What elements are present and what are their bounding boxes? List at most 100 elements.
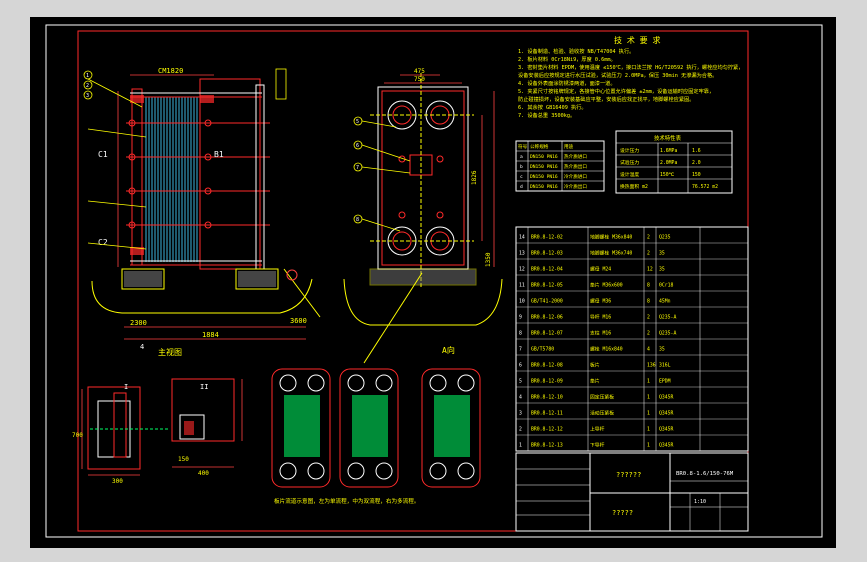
parts-cell: BR0.8-12-08 xyxy=(531,363,563,369)
plate-diagram-3 xyxy=(421,368,481,488)
parts-cell: 螺母 M24 xyxy=(590,266,611,273)
nozzle-row-3-sym: d xyxy=(520,184,523,190)
dim-bolt-spacing: 1884 xyxy=(202,331,219,339)
parts-cell: BR0.8-12-02 xyxy=(531,235,563,241)
main-view-title: 主视图 xyxy=(158,347,182,357)
parts-cell: 1 xyxy=(519,443,522,449)
parts-cell: 8 xyxy=(647,299,650,305)
parts-cell: BR0.8-12-05 xyxy=(531,283,563,289)
nozzle-row-0-sym: a xyxy=(520,155,523,160)
design-row-0-val: 1.6 xyxy=(692,148,701,154)
tech-line-9: 7. 设备总重 3500kg。 xyxy=(518,111,575,119)
nozzle-row-2-spec: DN150 PN16 xyxy=(530,174,558,180)
title-company: ?????? xyxy=(616,471,641,479)
cad-viewport[interactable]: CM1820 1884 2300 3600 C1 B1 C2 1 2 3 4 主… xyxy=(30,17,836,548)
dim-frame-length: 2300 xyxy=(130,319,147,327)
foundation xyxy=(91,268,313,314)
parts-cell: 2 xyxy=(647,315,650,321)
main-view: CM1820 1884 2300 3600 C1 B1 C2 1 2 3 4 主… xyxy=(83,67,321,357)
tech-line-4: 设备安装后应按规定进行水压试验，试验压力 2.0MPa，保压 30min 无渗漏… xyxy=(518,71,717,79)
parts-cell: 导杆 M16 xyxy=(590,314,611,321)
parts-cell: 1 xyxy=(647,443,650,449)
parts-cell: 垫片 M36x600 xyxy=(590,282,623,289)
parts-cell: Q345R xyxy=(659,443,674,449)
tech-line-6: 5. 夹紧尺寸按铭牌规定，各接管中心位置允许偏差 ±2mm，设备运输时应固定牢靠… xyxy=(518,87,714,95)
title-drawing-no: BR0.8-1.6/150-76M xyxy=(676,471,734,477)
parts-cell: 螺栓 M16x840 xyxy=(590,346,623,353)
dim-total-length: 3600 xyxy=(290,317,307,325)
nozzle-row-2-sym: c xyxy=(520,175,523,180)
tech-requirements: 技 术 要 求 1. 设备制造、检验、验收按 NB/T47004 执行。 2. … xyxy=(518,35,743,119)
parts-cell: 4 xyxy=(519,395,522,401)
parts-cell: Q235 xyxy=(659,235,671,241)
parts-cell: 9 xyxy=(519,315,522,321)
parts-cell: BR0.8-12-04 xyxy=(531,267,563,273)
main-view-balloon-4: 4 xyxy=(140,343,144,351)
balloon-2: 2 xyxy=(86,83,89,89)
parts-cell: BR0.8-12-10 xyxy=(531,395,563,401)
parts-cell: 活动压紧板 xyxy=(590,410,614,417)
parts-cell: 螺母 M36 xyxy=(590,298,611,305)
parts-cell: 12 xyxy=(647,267,653,273)
parts-cell: 2 xyxy=(519,427,522,433)
plate-diagrams: 板片流道示意图，左为单流程，中为双流程，右为多流程。 xyxy=(271,368,481,505)
design-row-1-val: 2.0 xyxy=(692,160,701,166)
parts-cell: GB/T41-2000 xyxy=(531,299,563,305)
side-balloon-7: 7 xyxy=(356,165,359,171)
design-row-3-val: 76.572 m2 xyxy=(692,184,718,190)
design-row-3-name: 换热面积 m2 xyxy=(620,183,648,190)
parts-cell: BR0.8-12-03 xyxy=(531,251,563,257)
parts-cell: 316L xyxy=(659,363,671,369)
drawing-canvas: CM1820 1884 2300 3600 C1 B1 C2 1 2 3 4 主… xyxy=(45,24,823,538)
parts-cell: 1 xyxy=(647,411,650,417)
parts-cell: 2 xyxy=(647,251,650,257)
nozzle-row-1-spec: DN150 PN16 xyxy=(530,164,558,170)
plate-stack xyxy=(145,97,198,262)
parts-cell: 7 xyxy=(519,347,522,353)
plate-note: 板片流道示意图，左为单流程，中为双流程，右为多流程。 xyxy=(274,497,419,505)
parts-cell: Q235-A xyxy=(659,315,676,321)
parts-cell: 35 xyxy=(659,347,665,353)
parts-cell: 8 xyxy=(519,331,522,337)
parts-cell: 下导杆 xyxy=(590,442,605,449)
parts-cell: 5 xyxy=(519,379,522,385)
nozzle-row-0-use: 热介质进口 xyxy=(564,153,587,160)
parts-cell: Q345R xyxy=(659,395,674,401)
parts-cell: 136 xyxy=(647,363,656,369)
nozzle-header-0: 符号 xyxy=(518,143,528,150)
parts-cell: 板片 xyxy=(590,362,600,369)
parts-cell: EPDM xyxy=(659,379,671,385)
detail-title-1: I xyxy=(124,383,128,391)
parts-cell: 45Mn xyxy=(659,299,671,305)
parts-cell: 地脚螺栓 M36x840 xyxy=(590,234,632,241)
parts-cell: 上导杆 xyxy=(590,426,605,433)
parts-cell: 固定压紧板 xyxy=(590,394,614,401)
detail-dim-width: 300 xyxy=(112,478,123,485)
parts-cell: 12 xyxy=(519,267,525,273)
plate-diagram-2 xyxy=(339,368,399,488)
detail-title-2: II xyxy=(200,383,208,391)
tech-line-7: 防止碰撞损坏，设备安装基础应平整，安装后应找正找平，地脚螺栓应紧固。 xyxy=(518,95,694,103)
balloon-3: 3 xyxy=(86,93,89,99)
parts-cell: 10 xyxy=(519,299,525,305)
parts-cell: BR0.8-12-07 xyxy=(531,331,563,337)
parts-cell: GB/T5780 xyxy=(531,347,554,353)
parts-cell: 2 xyxy=(647,331,650,337)
nozzle-row-3-spec: DN150 PN16 xyxy=(530,184,558,190)
parts-cell: 14 xyxy=(519,235,525,241)
parts-cell: BR0.8-12-12 xyxy=(531,427,563,433)
nozzle-row-2-use: 冷介质进口 xyxy=(564,173,587,180)
parts-cell: 13 xyxy=(519,251,525,257)
nozzle-header-1: 公称规格 xyxy=(530,143,549,150)
design-row-2-name: 设计温度 xyxy=(620,171,639,178)
design-row-2-val: 150 xyxy=(692,172,701,178)
design-row-0-unit: 1.6MPa xyxy=(660,148,677,154)
title-name: ????? xyxy=(612,509,633,517)
detail-dim-width-2: 400 xyxy=(198,470,209,477)
nozzle-table: 符号 公称规格 用途 a DN150 PN16 热介质进口 b DN150 PN… xyxy=(515,140,605,192)
parts-cell: 1 xyxy=(647,379,650,385)
parts-cell: 35 xyxy=(659,251,665,257)
detail-dim-offset: 150 xyxy=(178,456,189,463)
parts-cell: 1 xyxy=(647,427,650,433)
parts-cell: Q345R xyxy=(659,427,674,433)
